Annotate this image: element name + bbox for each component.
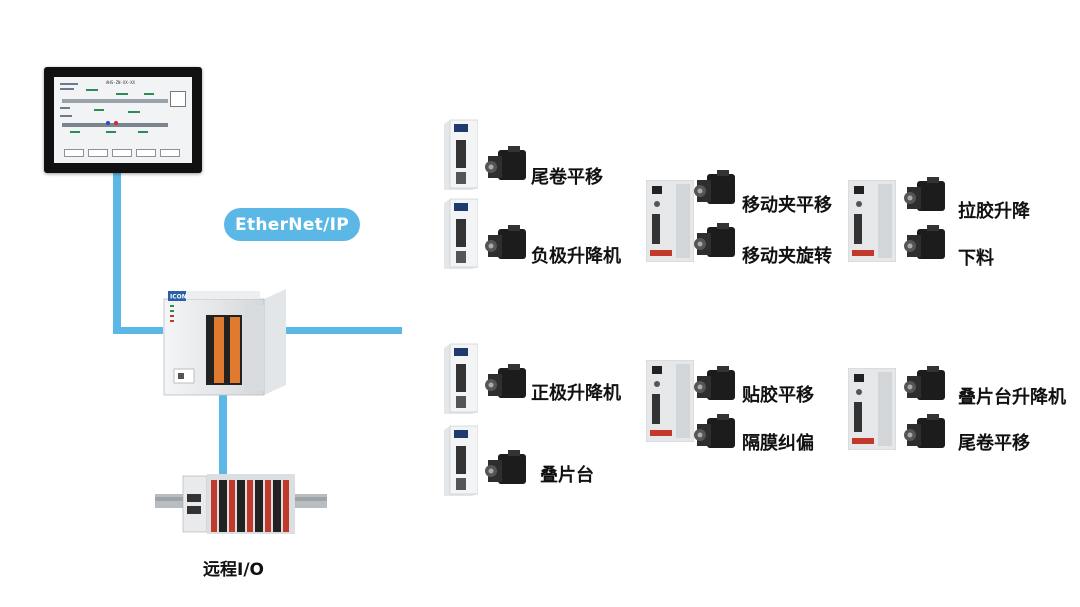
plc-to-drives-wire [286,327,402,334]
servo-motor-icon [694,170,735,204]
servo-motor-icon [904,366,945,400]
dual-axis-servo-drive [646,180,694,262]
protocol-badge: EtherNet/IP [224,208,360,241]
dual-axis-servo-drive [848,180,896,262]
axis-label: 移动夹平移 [742,195,832,216]
axis-label: 下料 [958,248,994,269]
axis-label: 贴胶平移 [742,385,814,406]
axis-label: 尾卷平移 [531,167,603,188]
axis-label: 隔膜纠偏 [742,433,814,454]
axis-label: 移动夹旋转 [742,246,832,267]
remote-io-module [155,474,327,534]
servo-motor-icon [485,450,526,484]
servo-drive [444,119,478,190]
servo-motor-icon [904,225,945,259]
axis-label: 拉胶升降 [958,201,1030,222]
axis-label: 叠片台 [540,465,594,486]
servo-motor-icon [485,146,526,180]
remote-io-label: 远程I/O [203,560,264,580]
axis-label: 正极升降机 [531,383,621,404]
dual-axis-servo-drive [848,368,896,450]
hmi-screen-title: AHS-ZN-XX-XX [106,80,135,85]
servo-motor-icon [485,364,526,398]
servo-motor-icon [904,414,945,448]
servo-drive [444,425,478,496]
servo-motor-icon [485,225,526,259]
hmi-to-plc-wire [113,172,121,334]
axis-label: 负极升降机 [531,246,621,267]
plc-to-remote-io-wire [219,395,227,477]
axis-label: 尾卷平移 [958,433,1030,454]
hmi-touch-panel: AHS-ZN-XX-XX [44,67,202,173]
servo-motor-icon [694,414,735,448]
axis-label: 叠片台升降机 [958,387,1066,408]
servo-drive [444,343,478,414]
hmi-screen: AHS-ZN-XX-XX [54,77,192,163]
plc-left-horizontal-wire [113,327,163,334]
servo-drive [444,198,478,269]
servo-motor-icon [694,366,735,400]
servo-motor-icon [694,223,735,257]
dual-axis-servo-drive [646,360,694,442]
servo-motor-icon [904,177,945,211]
plc-brand-text: ICON [170,294,187,301]
plc-controller: ICON [163,289,286,396]
